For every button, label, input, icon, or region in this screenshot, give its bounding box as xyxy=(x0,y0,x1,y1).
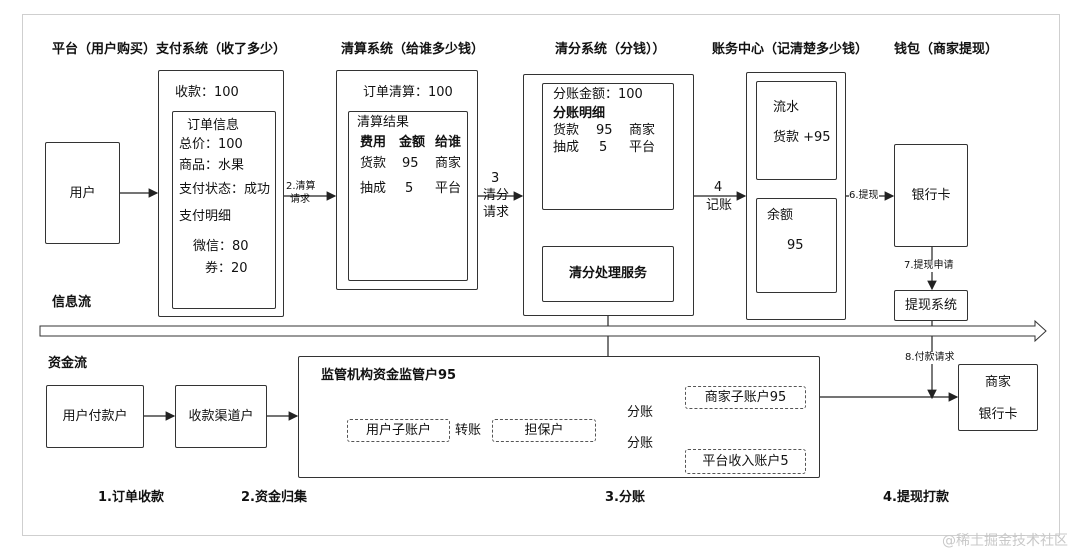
user-label: 用户 xyxy=(69,186,96,201)
merchant-bank-card-box: 商家 银行卡 xyxy=(958,364,1038,431)
settlement-service-label: 清分处理服务 xyxy=(568,266,647,281)
order-info-box: 订单信息 总价：100 商品：水果 支付状态：成功 支付明细 微信：80 券：2… xyxy=(172,111,276,309)
split-cell: 95 xyxy=(596,123,613,138)
balance-value: 95 xyxy=(787,238,804,253)
settlement-service-box: 清分处理服务 xyxy=(542,246,674,302)
clearing-cell: 商家 xyxy=(435,156,462,171)
header-clearing: 清算系统（给谁多少钱） xyxy=(341,42,485,57)
bank-card-label: 银行卡 xyxy=(911,188,951,203)
clearing-cell: 95 xyxy=(402,156,419,171)
bank-card-box: 银行卡 xyxy=(894,144,968,247)
label-settle-request-3: 请求 xyxy=(483,205,510,220)
user-box: 用户 xyxy=(45,142,120,244)
header-settlement: 清分系统（分钱）） xyxy=(555,42,666,57)
label-withdraw-apply: 7.提现申请 xyxy=(904,260,954,272)
regulator-account-title: 监管机构资金监管户95 xyxy=(321,368,457,383)
label-split-platform: 分账 xyxy=(627,436,654,452)
account-center-box: 流水 货款 +95 余额 95 xyxy=(746,72,846,320)
escrow-account-label: 担保户 xyxy=(524,423,564,438)
platform-income-account-label: 平台收入账户5 xyxy=(702,454,789,469)
clearing-col-amount: 金额 xyxy=(399,135,426,150)
payment-coupon: 券：20 xyxy=(205,261,248,276)
info-flow-arrow xyxy=(39,319,1047,343)
order-status: 支付状态：成功 xyxy=(179,182,271,197)
step-label: 2.资金归集 xyxy=(241,490,307,505)
payment-system-box: 收款：100 订单信息 总价：100 商品：水果 支付状态：成功 支付明细 微信… xyxy=(158,70,284,317)
user-sub-account-box: 用户子账户 xyxy=(347,419,450,442)
payment-wechat: 微信：80 xyxy=(193,239,249,254)
user-sub-account-label: 用户子账户 xyxy=(365,423,431,438)
merchant-bank-label-2: 银行卡 xyxy=(978,407,1018,422)
order-total: 总价：100 xyxy=(179,137,243,152)
step-label: 1.订单收款 xyxy=(98,490,164,505)
label-settle-request-1: 3 xyxy=(491,171,500,186)
clearing-cell: 抽成 xyxy=(360,181,387,196)
label-clearing-request-1: 2.清算 xyxy=(286,181,316,192)
clearing-result-box: 清算结果 费用 金额 给谁 货款 95 商家 抽成 5 平台 xyxy=(348,111,468,281)
withdraw-system-label: 提现系统 xyxy=(904,298,957,313)
withdraw-system-box: 提现系统 xyxy=(894,290,968,321)
collection-account-box: 收款渠道户 xyxy=(175,385,267,448)
info-flow-label: 信息流 xyxy=(52,295,92,310)
user-payment-account-label: 用户付款户 xyxy=(62,409,128,424)
header-wallet: 钱包（商家提现） xyxy=(894,42,999,57)
watermark: @稀土掘金技术社区 xyxy=(942,533,1068,549)
label-bookkeeping-1: 4 xyxy=(714,180,723,195)
label-split-merchant: 分账 xyxy=(627,405,654,421)
label-settle-request-2: 清分 xyxy=(483,188,510,203)
balance-box: 余额 95 xyxy=(756,198,837,293)
clearing-col-payee: 给谁 xyxy=(435,135,462,150)
split-cell: 商家 xyxy=(629,123,656,138)
escrow-account-box: 担保户 xyxy=(492,419,596,442)
header-account-center: 账务中心（记清楚多少钱） xyxy=(712,42,869,57)
split-cell: 货款 xyxy=(553,123,580,138)
step-label: 3.分账 xyxy=(605,490,645,505)
ledger-flow-box: 流水 货款 +95 xyxy=(756,81,837,180)
balance-title: 余额 xyxy=(767,208,794,223)
order-product: 商品：水果 xyxy=(179,158,245,173)
ledger-flow-value: 货款 +95 xyxy=(773,130,831,145)
split-cell: 5 xyxy=(599,140,608,155)
step-label: 4.提现打款 xyxy=(883,490,949,505)
header-platform: 平台（用户购买）支付系统（收了多少） xyxy=(52,42,287,57)
split-cell: 平台 xyxy=(629,140,656,155)
platform-income-account-box: 平台收入账户5 xyxy=(685,449,806,474)
collection-account-label: 收款渠道户 xyxy=(188,409,254,424)
label-payment-request: 8.付款请求 xyxy=(905,352,955,364)
diagram-frame xyxy=(22,14,1060,536)
user-payment-account-box: 用户付款户 xyxy=(46,385,144,448)
order-clearing: 订单清算：100 xyxy=(363,85,453,100)
payment-detail-title: 支付明细 xyxy=(179,209,232,224)
merchant-sub-account-label: 商家子账户95 xyxy=(704,390,787,405)
split-detail-title: 分账明细 xyxy=(553,106,606,121)
clearing-cell: 5 xyxy=(405,181,414,196)
clearing-col-fee: 费用 xyxy=(360,135,387,150)
merchant-bank-label-1: 商家 xyxy=(984,375,1011,390)
fund-flow-label: 资金流 xyxy=(48,356,88,371)
label-withdraw: 6.提现 xyxy=(849,190,879,202)
clearing-result-title: 清算结果 xyxy=(357,115,410,130)
split-amount: 分账金额：100 xyxy=(553,87,643,102)
clearing-system-box: 订单清算：100 清算结果 费用 金额 给谁 货款 95 商家 抽成 5 平台 xyxy=(336,70,478,290)
ledger-flow-title: 流水 xyxy=(773,100,800,115)
order-info-title: 订单信息 xyxy=(187,118,240,133)
split-detail-box: 分账金额：100 分账明细 货款 95 商家 抽成 5 平台 xyxy=(542,83,674,210)
split-cell: 抽成 xyxy=(553,140,580,155)
label-clearing-request-2: 请求 xyxy=(290,194,310,205)
clearing-cell: 平台 xyxy=(435,181,462,196)
clearing-cell: 货款 xyxy=(360,156,387,171)
merchant-sub-account-box: 商家子账户95 xyxy=(685,386,806,409)
settlement-system-box: 分账金额：100 分账明细 货款 95 商家 抽成 5 平台 清分处理服务 xyxy=(523,74,694,316)
payment-received: 收款：100 xyxy=(175,85,239,100)
label-bookkeeping-2: 记账 xyxy=(706,198,733,213)
label-transfer: 转账 xyxy=(455,423,482,439)
